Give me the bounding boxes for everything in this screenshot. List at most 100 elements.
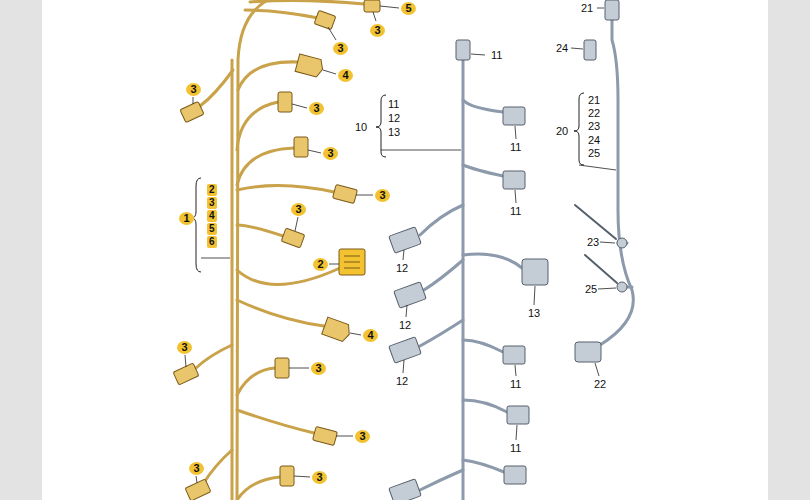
branch-wire — [237, 477, 280, 500]
callout-number: 11 — [387, 98, 400, 111]
connector — [394, 282, 426, 308]
leader-line — [515, 190, 516, 203]
branch-wire — [463, 460, 504, 472]
control-unit — [339, 249, 365, 275]
sensor-probe — [575, 205, 616, 239]
leader-line — [373, 12, 376, 21]
branch-wire — [463, 340, 503, 352]
leader-line — [403, 360, 404, 373]
callout-number: 3 — [189, 462, 204, 475]
connector — [180, 101, 204, 122]
branch-wire — [237, 300, 324, 326]
callout-number: 3 — [323, 147, 338, 160]
leader-line — [323, 70, 336, 74]
leader-line — [381, 150, 461, 151]
leader-line — [336, 436, 353, 437]
callout-number: 11 — [509, 205, 522, 218]
leader-line — [515, 126, 516, 139]
connector — [503, 107, 525, 125]
connector — [364, 0, 380, 12]
callout-number: 12 — [395, 375, 409, 388]
leader-line — [308, 150, 321, 153]
callout-number: 2 — [313, 258, 328, 271]
control-unit-ribs — [344, 256, 360, 268]
callout-number: 5 — [207, 223, 217, 235]
branch-wire — [420, 470, 463, 490]
callout-number: 24 — [587, 134, 601, 147]
callout-number: 11 — [509, 442, 522, 455]
callout-number: 6 — [207, 236, 217, 248]
branch-wire — [237, 102, 278, 150]
callout-number: 4 — [363, 329, 378, 342]
callout-number: 11 — [490, 49, 503, 62]
leader-line — [515, 365, 516, 376]
branch-wire — [237, 268, 340, 285]
yellow-harness-wires — [196, 0, 364, 500]
branch-wire — [238, 62, 298, 90]
grey-connectors — [389, 0, 627, 500]
connector — [281, 228, 305, 248]
leader-line — [196, 476, 197, 483]
connector — [185, 479, 211, 500]
connector — [314, 10, 336, 29]
callout-number: 13 — [387, 126, 401, 139]
sensor-wire — [618, 243, 632, 287]
leader-line — [350, 333, 361, 335]
connector — [584, 40, 596, 60]
callout-number: 3 — [177, 341, 192, 354]
callout-number: 21 — [587, 94, 601, 107]
branch-wire — [250, 0, 364, 4]
callout-number: 25 — [587, 147, 601, 160]
leader-line — [356, 195, 373, 196]
connector — [456, 40, 470, 60]
leader-line — [185, 355, 186, 367]
side-strip — [768, 0, 810, 500]
callout-number: 3 — [333, 42, 348, 55]
branch-wire — [245, 10, 318, 18]
side-strip — [0, 0, 42, 500]
leader-line — [571, 48, 583, 49]
callout-number: 11 — [509, 378, 522, 391]
leader-line — [597, 8, 604, 9]
branch-wire — [237, 185, 334, 192]
branch-wire — [237, 148, 294, 185]
connector — [504, 466, 526, 484]
callout-number: 21 — [580, 2, 594, 15]
branch-wire — [463, 400, 507, 412]
connector — [507, 406, 529, 424]
leader-line — [289, 368, 309, 369]
callout-number: 24 — [555, 42, 569, 55]
callout-number: 3 — [309, 102, 324, 115]
callout-number: 4 — [207, 210, 217, 222]
leader-line — [406, 305, 407, 317]
callout-number: 3 — [207, 197, 217, 209]
grey-harness-wires — [420, 18, 633, 500]
callout-number: 20 — [555, 125, 569, 138]
callout-number: 4 — [338, 69, 353, 82]
trunk-wire — [462, 60, 465, 500]
leader-line — [516, 425, 517, 440]
connector — [275, 358, 289, 378]
callout-number: 12 — [395, 262, 409, 275]
callout-number: 3 — [291, 203, 306, 216]
leader-line — [579, 165, 616, 170]
callout-number: 11 — [509, 141, 522, 154]
callout-number: 1 — [179, 212, 194, 225]
callout-number: 22 — [587, 107, 601, 120]
connector — [389, 479, 421, 500]
branch-wire — [463, 100, 503, 112]
branch-wire — [203, 450, 232, 484]
connector — [280, 466, 294, 486]
callout-number: 13 — [527, 307, 541, 320]
callout-number: 3 — [311, 362, 326, 375]
yellow-connectors — [173, 0, 380, 500]
branch-wire — [420, 320, 463, 346]
branch-wire — [463, 165, 503, 176]
leader-line — [598, 288, 616, 289]
connector — [389, 337, 421, 363]
callout-number: 3 — [375, 189, 390, 202]
connector — [278, 92, 292, 112]
leader-line — [292, 104, 307, 108]
